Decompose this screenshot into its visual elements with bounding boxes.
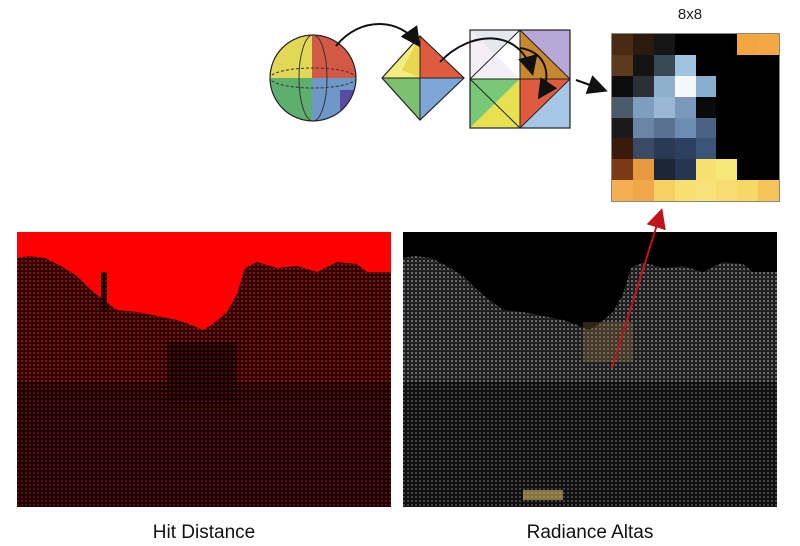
radiance-atlas-image — [403, 232, 777, 507]
tile-pixel — [716, 34, 738, 55]
tile-pixel — [612, 159, 633, 181]
radiance-atlas-panel — [403, 232, 777, 507]
tile-pixel — [716, 138, 738, 160]
tile-pixel — [612, 54, 633, 76]
tile-pixel — [674, 180, 696, 201]
tile-pixel — [632, 117, 654, 139]
tile-pixel — [674, 117, 696, 139]
tile-pixel — [653, 180, 675, 201]
tile-pixel — [612, 117, 633, 139]
arrow-square-to-tile — [575, 75, 608, 95]
radiance-atlas-caption: Radiance Altas — [526, 522, 654, 543]
tile-pixel — [716, 117, 738, 139]
tile-pixel — [758, 117, 779, 139]
tile-pixel — [758, 75, 779, 97]
tile-pixel — [737, 54, 759, 76]
tile-pixel — [632, 34, 654, 55]
tile-pixel — [758, 34, 779, 55]
tile-pixel — [737, 96, 759, 118]
tile-pixel — [612, 75, 633, 97]
tile-pixel — [674, 159, 696, 181]
tile-pixel — [632, 159, 654, 181]
tile-pixel — [737, 75, 759, 97]
sky-region — [17, 232, 391, 330]
hit-distance-panel — [17, 232, 391, 507]
tile-pixel — [674, 54, 696, 76]
tile-pixel — [737, 138, 759, 160]
tile-pixel — [653, 75, 675, 97]
tile-pixel — [653, 54, 675, 76]
tile-pixel — [695, 54, 717, 76]
tile-pixel — [632, 180, 654, 201]
tile-pixel — [695, 180, 717, 201]
tile-pixel — [674, 96, 696, 118]
tile-pixel — [612, 138, 633, 160]
tile-pixel — [653, 34, 675, 55]
tile-pixel — [716, 159, 738, 181]
tile-pixel — [653, 96, 675, 118]
tile-pixel — [758, 180, 779, 201]
tile-pixel — [695, 138, 717, 160]
tile-pixel — [737, 159, 759, 181]
tile-pixel — [674, 138, 696, 160]
tile-pixel — [695, 34, 717, 55]
tile-pixel — [653, 159, 675, 181]
tile-pixel — [674, 75, 696, 97]
radiance-tile-8x8 — [611, 33, 780, 202]
tile-pixel — [716, 96, 738, 118]
tile-pixel — [716, 180, 738, 201]
sphere-shape — [269, 34, 357, 122]
tile-pixel — [716, 54, 738, 76]
tile-pixel — [716, 75, 738, 97]
tile-pixel — [695, 117, 717, 139]
tile-pixel — [612, 34, 633, 55]
tile-pixel — [695, 75, 717, 97]
tile-pixel — [737, 34, 759, 55]
tile-pixel — [632, 96, 654, 118]
tile-pixel — [632, 75, 654, 97]
tile-pixel — [632, 138, 654, 160]
tile-pixel — [758, 54, 779, 76]
octahedron-shape — [381, 35, 465, 121]
tile-pixel — [612, 180, 633, 201]
tile-pixel — [737, 117, 759, 139]
tile-pixel — [632, 54, 654, 76]
tile-pixel — [674, 34, 696, 55]
mapping-diagram — [269, 23, 608, 129]
tile-size-label: 8x8 — [677, 6, 703, 23]
tile-pixel — [758, 159, 779, 181]
arrow-inner-square — [519, 47, 558, 100]
hit-distance-image — [17, 232, 391, 507]
tile-pixel — [758, 96, 779, 118]
unfolded-square-shape — [469, 29, 571, 129]
arrow-octahedron-to-square — [439, 37, 538, 76]
arrow-sphere-to-octahedron — [335, 23, 421, 48]
tile-pixel — [758, 138, 779, 160]
black-sky-region — [403, 232, 777, 330]
tile-pixel — [612, 96, 633, 118]
tile-pixel — [737, 180, 759, 201]
tile-pixel — [695, 159, 717, 181]
tile-pixel — [653, 138, 675, 160]
hit-distance-caption: Hit Distance — [152, 522, 256, 543]
tile-pixel — [695, 96, 717, 118]
tile-pixel — [653, 117, 675, 139]
